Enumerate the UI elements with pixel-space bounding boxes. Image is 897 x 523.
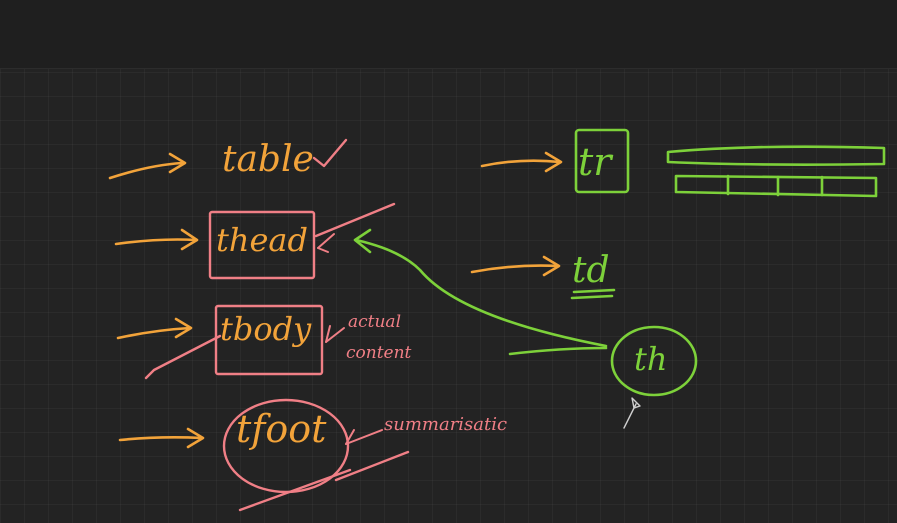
pen-cursor-icon [623, 397, 641, 429]
underline-td [572, 288, 616, 294]
label-tfoot: tfoot [236, 407, 327, 451]
orange-arrows [108, 151, 563, 449]
row-bar-top [666, 145, 886, 166]
row-bar-bottom [674, 174, 878, 198]
box-tbody [214, 304, 324, 376]
arrow-to-table [108, 161, 184, 180]
arrow-to-thead [114, 238, 198, 246]
underline-tfoot [238, 468, 352, 512]
green-strokes [353, 128, 886, 397]
note-content: content [346, 343, 412, 363]
check-tfoot [334, 450, 410, 482]
check-table [312, 138, 348, 168]
curve-th-to-thead [354, 238, 608, 348]
circle-th [610, 325, 698, 397]
check-thead [314, 202, 396, 238]
pink-boxes [208, 210, 352, 512]
check-marks [144, 138, 410, 482]
note-arrows [317, 233, 383, 445]
arrow-to-th [508, 346, 608, 356]
label-tbody: tbody [220, 310, 312, 348]
note-summarisation: summarisatic [384, 414, 508, 435]
top-toolbar-area [0, 0, 897, 69]
label-table: table [222, 139, 314, 180]
arrow-to-td [470, 264, 560, 274]
label-thead: thead [216, 221, 308, 259]
box-tr [574, 128, 630, 194]
note-actual: actual [348, 312, 402, 332]
label-tr: tr [578, 140, 612, 184]
check-tbody [144, 334, 222, 380]
box-thead [208, 210, 316, 280]
arrow-to-tr [480, 159, 562, 168]
label-td: td [572, 250, 610, 291]
arrow-to-tfoot [118, 436, 204, 442]
label-th: th [634, 340, 668, 378]
arrow-to-tbody [116, 326, 192, 340]
